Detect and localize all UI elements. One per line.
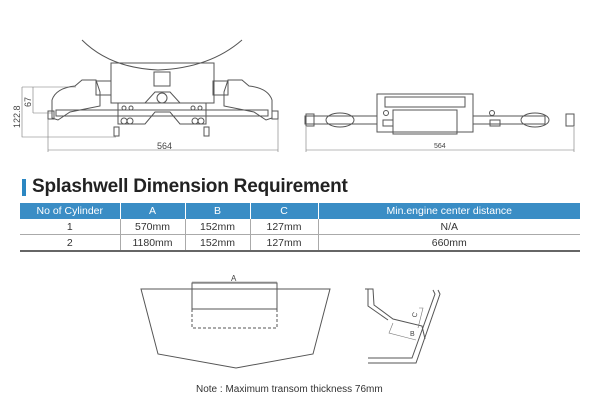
table-header-row: No of Cylinder A B C Min.engine center d…	[20, 203, 580, 219]
steering-cylinder-front-view: 122.8 67 564	[12, 39, 279, 152]
column-header-cylinders: No of Cylinder	[20, 203, 121, 219]
column-header-c: C	[250, 203, 319, 219]
cell: 2	[20, 234, 121, 252]
transom-side-view: B C	[365, 288, 441, 364]
dimension-height-partial: 67	[23, 97, 33, 107]
label-c: C	[411, 312, 419, 319]
section-title: Splashwell Dimension Requirement	[22, 176, 348, 198]
splashwell-dimension-table: No of Cylinder A B C Min.engine center d…	[20, 203, 580, 252]
title-accent-bar	[22, 178, 26, 196]
label-b: B	[410, 331, 415, 338]
cell: 1	[20, 219, 121, 235]
top-view-dimension-width: 564	[434, 143, 446, 150]
table-row: 1 570mm 152mm 127mm N/A	[20, 219, 580, 235]
cell: 127mm	[250, 234, 319, 252]
cell: N/A	[318, 219, 580, 235]
transom-note: Note : Maximum transom thickness 76mm	[196, 384, 383, 395]
cell: 127mm	[250, 219, 319, 235]
column-header-min-distance: Min.engine center distance	[318, 203, 580, 219]
column-header-b: B	[185, 203, 251, 219]
cell: 152mm	[185, 219, 251, 235]
cell: 660mm	[318, 234, 580, 252]
column-header-a: A	[120, 203, 186, 219]
cell: 152mm	[185, 234, 251, 252]
steering-cylinder-top-view: 564	[304, 93, 575, 152]
cell: 1180mm	[120, 234, 186, 252]
label-a: A	[231, 274, 237, 283]
cell: 570mm	[120, 219, 186, 235]
table-row: 2 1180mm 152mm 127mm 660mm	[20, 234, 580, 252]
section-title-text: Splashwell Dimension Requirement	[32, 176, 348, 197]
dimension-width: 564	[157, 141, 172, 151]
transom-front-view: A	[140, 274, 331, 369]
dimension-height-total: 122.8	[12, 105, 22, 128]
